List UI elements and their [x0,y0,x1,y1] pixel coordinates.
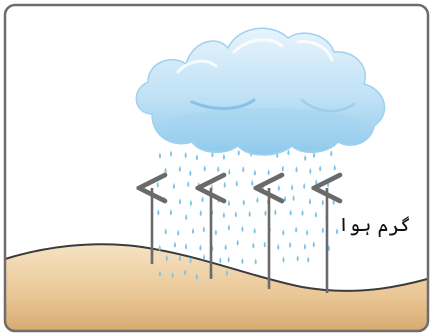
diagram-frame [2,2,431,334]
warm-air-label: گرم ہوا [338,214,411,236]
